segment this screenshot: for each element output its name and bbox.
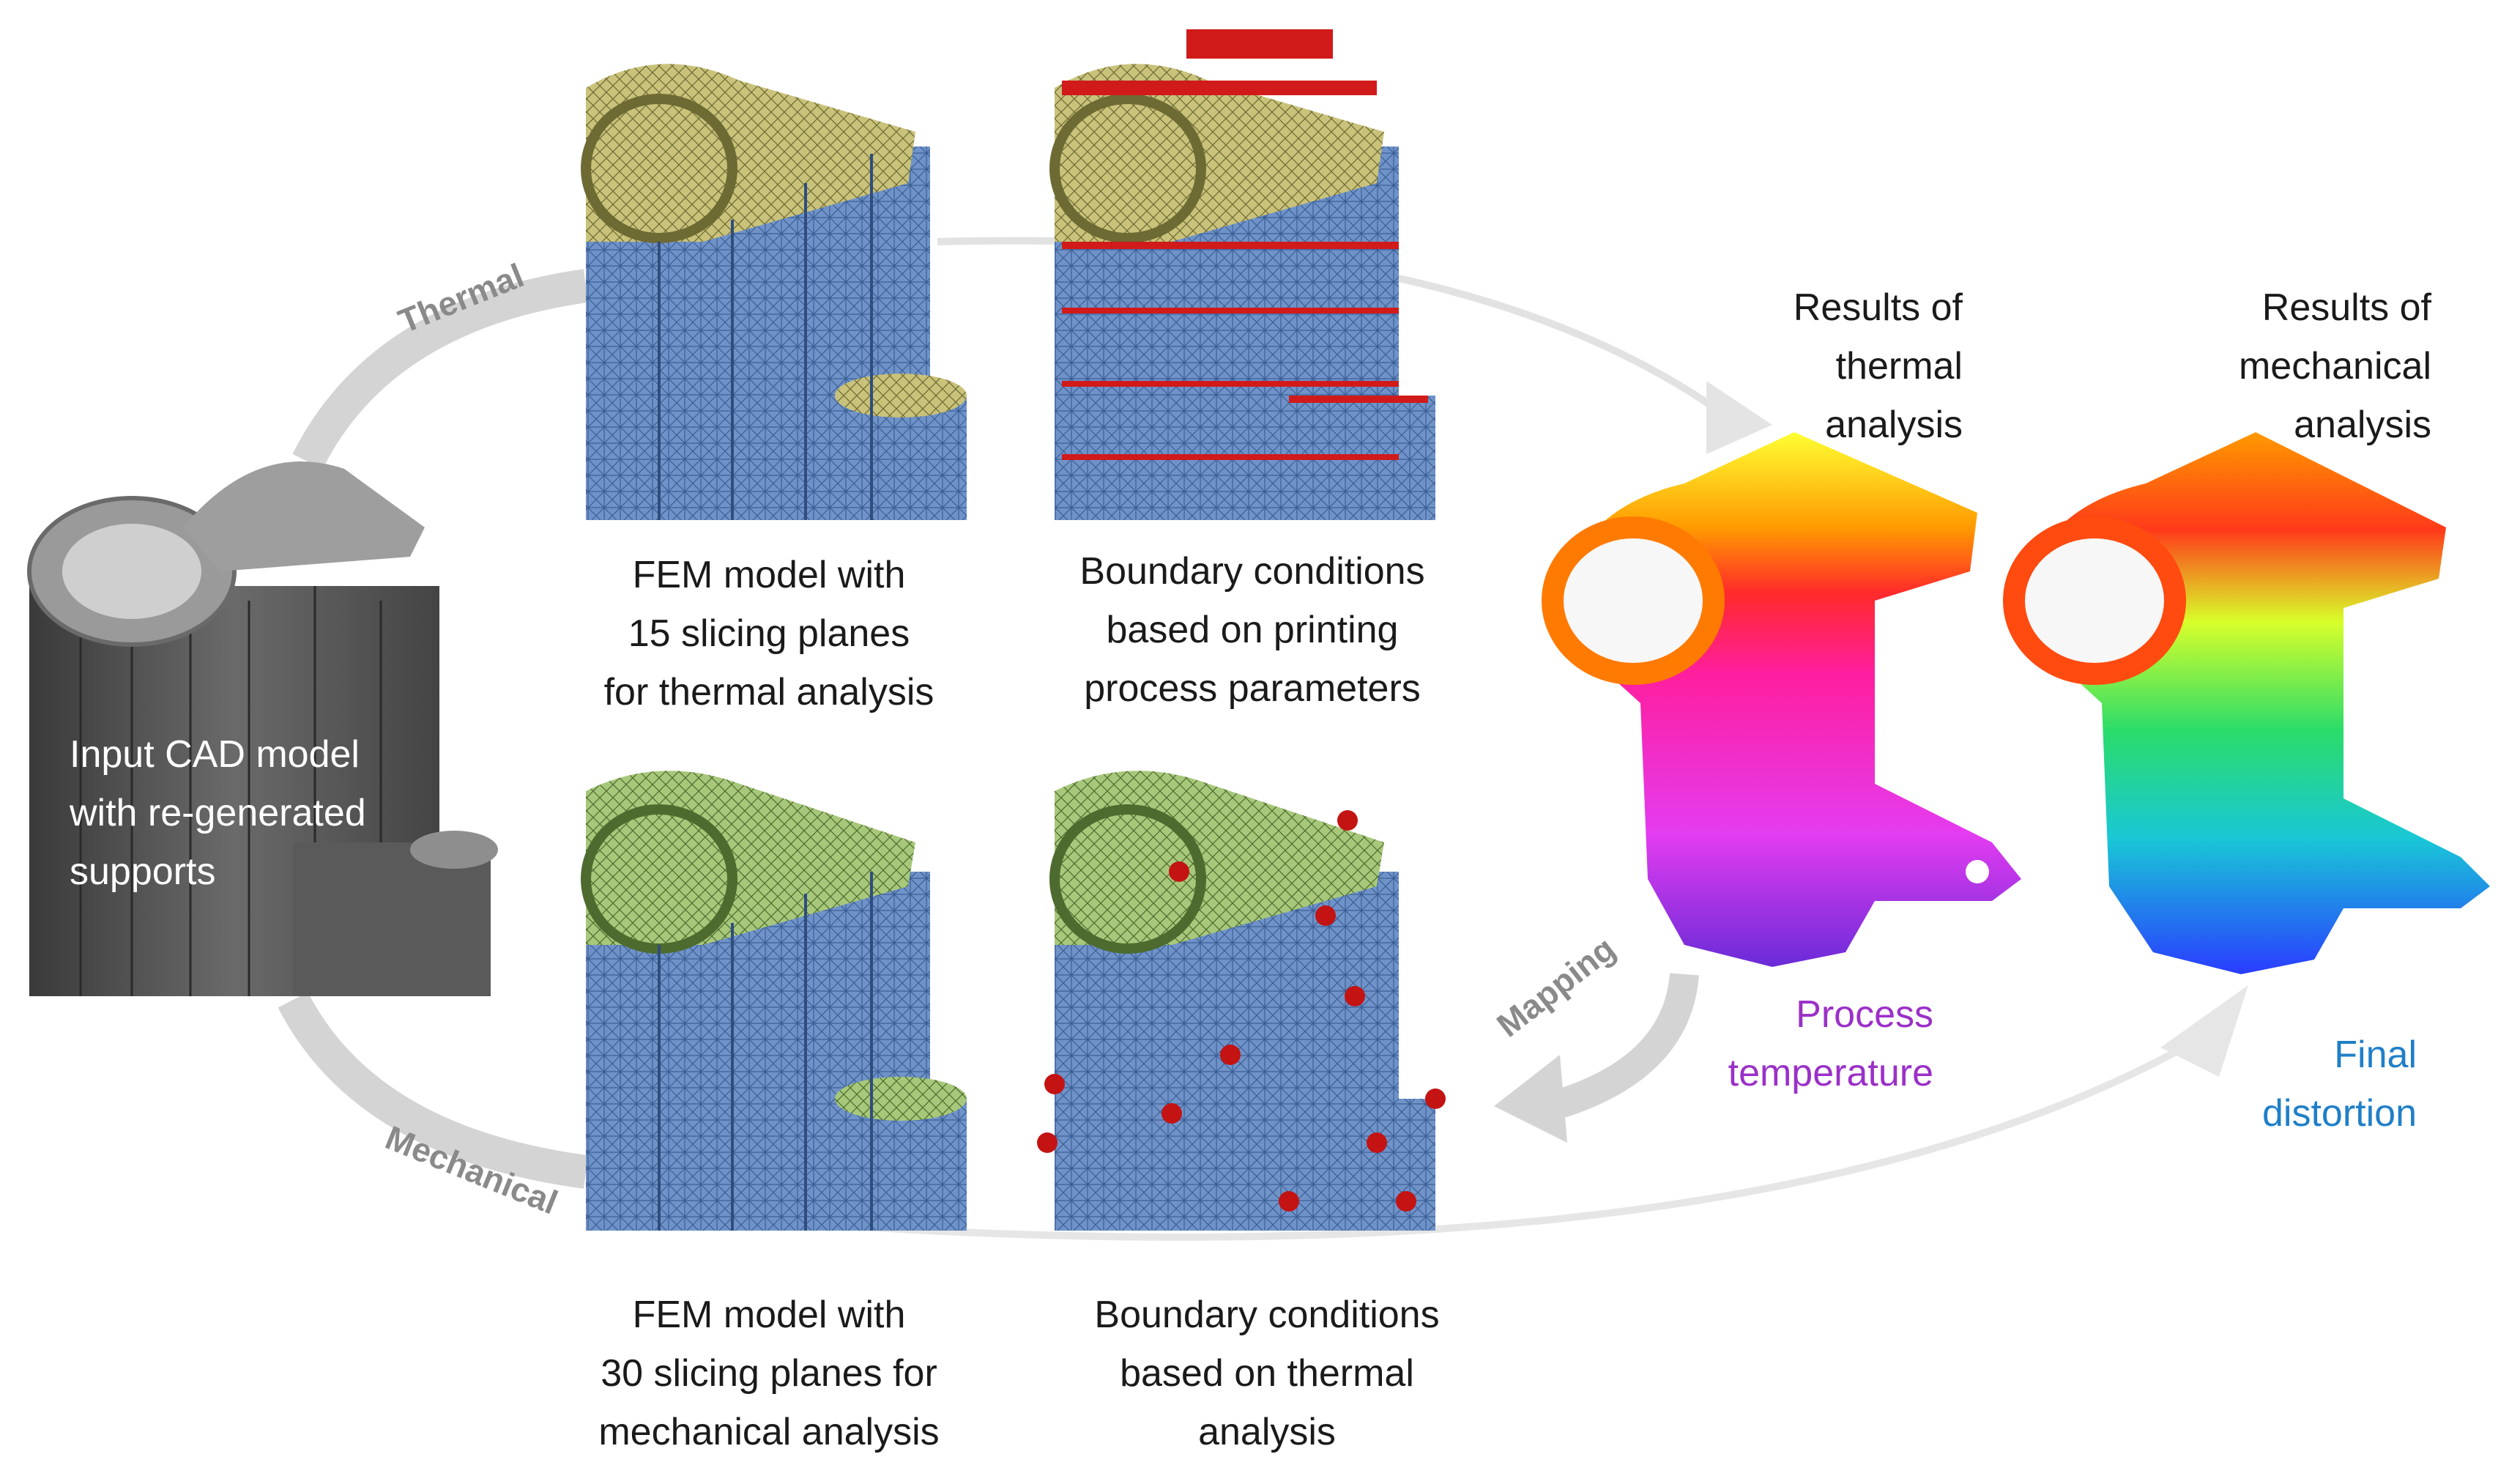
- mechanical-results-caption-line-1: Results of: [2261, 286, 2431, 329]
- mechanical-results-caption: Results of mechanical analysis: [2153, 278, 2431, 454]
- mechanical-fem-caption: FEM model with 30 slicing planes for mec…: [557, 1286, 981, 1461]
- mechanical-bc-caption-line-1: Boundary conditions: [1094, 1294, 1440, 1336]
- thermal-flow-arrow: [292, 237, 1772, 470]
- thermal-fem-caption-line-2: 15 slicing planes: [628, 612, 910, 655]
- input-caption: Input CAD model with re-generated suppor…: [70, 725, 366, 901]
- thermal-bc-model: [1049, 29, 1435, 520]
- process-temperature-line-1: Process: [1796, 993, 1933, 1036]
- thermal-bc-caption-line-2: based on printing: [1106, 609, 1399, 651]
- mechanical-bc-caption-line-2: based on thermal: [1120, 1352, 1414, 1395]
- mechanical-bc-model: [1037, 771, 1446, 1231]
- thermal-fem-model: [581, 64, 967, 520]
- mechanical-fem-caption-line-2: 30 slicing planes for: [601, 1352, 937, 1395]
- thermal-results-caption-line-2: thermal: [1835, 345, 1963, 387]
- thermal-bc-caption-line-1: Boundary conditions: [1079, 550, 1425, 593]
- mechanical-result-model: [2003, 432, 2490, 974]
- thermal-bc-caption-line-3: process parameters: [1084, 667, 1421, 710]
- mechanical-fem-model: [581, 771, 967, 1231]
- mechanical-bc-caption: Boundary conditions based on thermal ana…: [1055, 1286, 1479, 1461]
- thermal-results-caption-line-3: analysis: [1825, 404, 1963, 446]
- mechanical-fem-caption-line-1: FEM model with: [632, 1294, 906, 1336]
- mechanical-results-caption-line-2: mechanical: [2238, 345, 2431, 387]
- thermal-bc-caption: Boundary conditions based on printing pr…: [1040, 542, 1465, 718]
- thermal-fem-caption-line-1: FEM model with: [632, 554, 906, 596]
- input-caption-line-2: with re-generated: [70, 792, 366, 834]
- thermal-results-caption: Results of thermal analysis: [1684, 278, 1963, 454]
- input-cad-model: [27, 461, 498, 996]
- input-caption-line-1: Input CAD model: [70, 733, 360, 776]
- mechanical-results-caption-line-3: analysis: [2294, 404, 2431, 446]
- process-temperature-line-2: temperature: [1728, 1052, 1933, 1094]
- mechanical-bc-caption-line-3: analysis: [1198, 1411, 1336, 1453]
- final-distortion-line-1: Final: [2334, 1034, 2417, 1076]
- thermal-results-caption-line-1: Results of: [1793, 286, 1963, 329]
- thermal-fem-caption-line-3: for thermal analysis: [603, 671, 934, 713]
- thermal-result-model: [1542, 432, 2021, 967]
- mechanical-flow-arrow: [278, 985, 2248, 1241]
- input-caption-line-3: supports: [70, 850, 216, 893]
- final-distortion-line-2: distortion: [2262, 1092, 2417, 1135]
- process-temperature-label: Process temperature: [1640, 985, 1933, 1102]
- thermal-fem-caption: FEM model with 15 slicing planes for the…: [571, 546, 967, 722]
- mapping-arrow: [1494, 973, 1699, 1143]
- mechanical-fem-caption-line-3: mechanical analysis: [598, 1411, 940, 1453]
- final-distortion-label: Final distortion: [2124, 1026, 2417, 1143]
